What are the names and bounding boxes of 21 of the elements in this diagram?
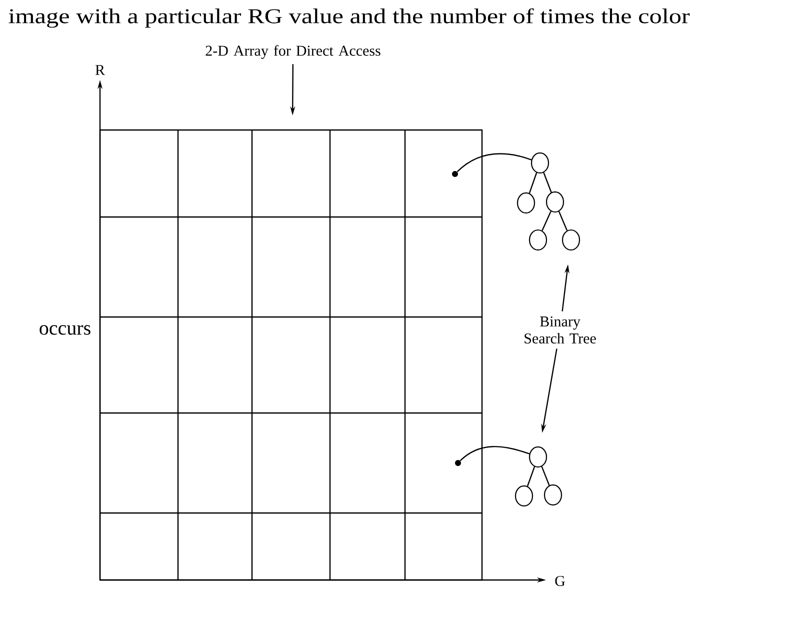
axis-label: R <box>95 65 105 75</box>
axis-label: G <box>555 576 565 586</box>
tree-node-circle <box>516 192 536 214</box>
text-label: 2-D Array for Direct Access <box>206 45 380 59</box>
grid-array <box>99 129 483 581</box>
tree-node-circle <box>544 484 562 506</box>
tree-node-circle <box>528 229 548 251</box>
tree-edge <box>558 211 568 231</box>
tree-edge <box>542 211 552 231</box>
side-text: occurs <box>40 325 90 335</box>
tree-edge <box>543 172 552 193</box>
tree-edge <box>541 466 550 486</box>
tree-edge <box>528 172 538 194</box>
tree-node-circle <box>546 191 564 213</box>
tree-node-circle <box>530 152 550 174</box>
tree-node-circle <box>514 485 534 507</box>
tree-edge <box>526 466 536 486</box>
caption-text: image with a particular RG value and the number of times the color <box>8 8 690 28</box>
text-label: Binary Search Tree <box>524 316 596 344</box>
tree-node-circle <box>528 446 548 468</box>
tree-node-circle <box>562 229 580 251</box>
